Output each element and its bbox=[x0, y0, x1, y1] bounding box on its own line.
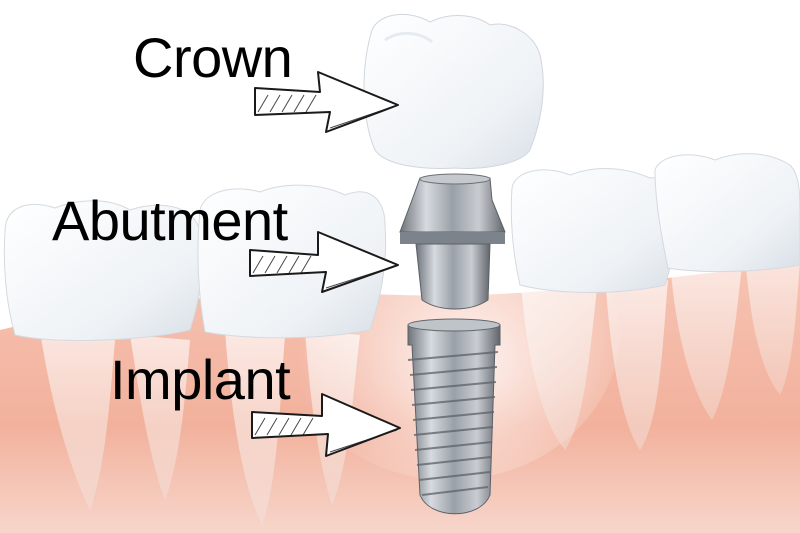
tooth-root bbox=[40, 330, 115, 510]
tooth-root bbox=[130, 335, 190, 500]
tooth-root bbox=[520, 270, 598, 450]
abutment-label: Abutment bbox=[52, 189, 288, 252]
implant-label: Implant bbox=[110, 348, 291, 411]
arrow-icon bbox=[251, 393, 401, 457]
molar-tooth bbox=[654, 153, 800, 273]
molar-tooth bbox=[510, 168, 677, 293]
abutment bbox=[399, 173, 506, 310]
arrow-icon bbox=[254, 71, 399, 133]
tooth-root bbox=[605, 275, 668, 450]
arrow-icon bbox=[249, 231, 399, 293]
crown-label: Crown bbox=[133, 26, 293, 89]
tooth-root bbox=[670, 260, 742, 420]
tooth-root bbox=[745, 255, 800, 395]
implant-screw bbox=[407, 318, 501, 515]
crown bbox=[363, 13, 544, 169]
